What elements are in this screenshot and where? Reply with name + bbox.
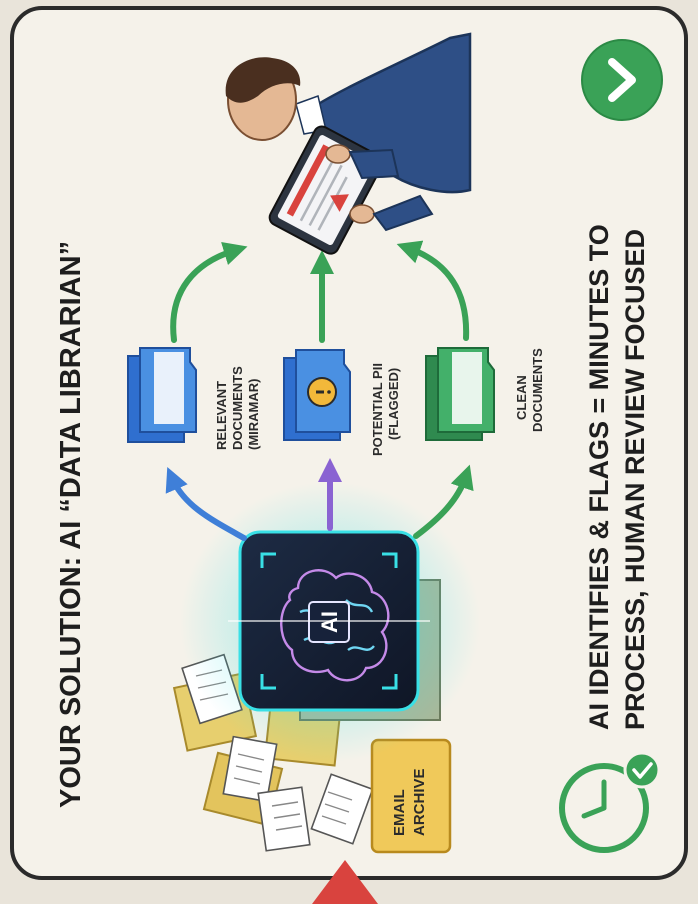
archive-label-line1: EMAIL [391,789,408,836]
next-button[interactable] [581,39,663,121]
folder-relevant-label-3: (MIRAMAR) [246,379,261,450]
folder-relevant-label-1: RELEVANT [214,381,229,450]
folder-clean [425,347,495,441]
arrow-to-relevant [165,466,247,541]
merge-arrows [170,240,470,343]
page-title: YOUR SOLUTION: AI “DATA LIBRARIAN” [55,241,87,808]
brain-icon [280,569,390,682]
summary-line1: AI IDENTIFIES & FLAGS = MINUTES TO [584,224,614,730]
ai-processor: AI [180,482,480,762]
folder-pii [283,349,351,441]
warning-triangle-icon [330,194,349,212]
arrow-clean-to-reviewer [396,240,470,341]
folder-clean-label-1: CLEAN [514,375,529,420]
arrow-relevant-to-reviewer [170,241,248,343]
human-reviewer [225,32,472,255]
folder-relevant-label-2: DOCUMENTS [230,366,245,450]
folder-relevant [127,347,197,443]
red-tab-marker [312,860,378,904]
clock-check-icon [559,751,661,853]
summary-line2: PROCESS, HUMAN REVIEW FOCUSED [620,229,650,730]
folder-pii-label-2: (FLAGGED) [386,368,401,440]
split-arrows [165,458,474,541]
folder-clean-label-2: DOCUMENTS [530,348,545,432]
arrow-to-clean [413,464,474,539]
ai-chip-label: AI [317,611,342,633]
chevron-right-icon [608,58,636,102]
folder-pii-label-1: POTENTIAL PII [370,363,385,456]
archive-label-line2: ARCHIVE [411,768,428,836]
email-archive-box [370,738,452,854]
